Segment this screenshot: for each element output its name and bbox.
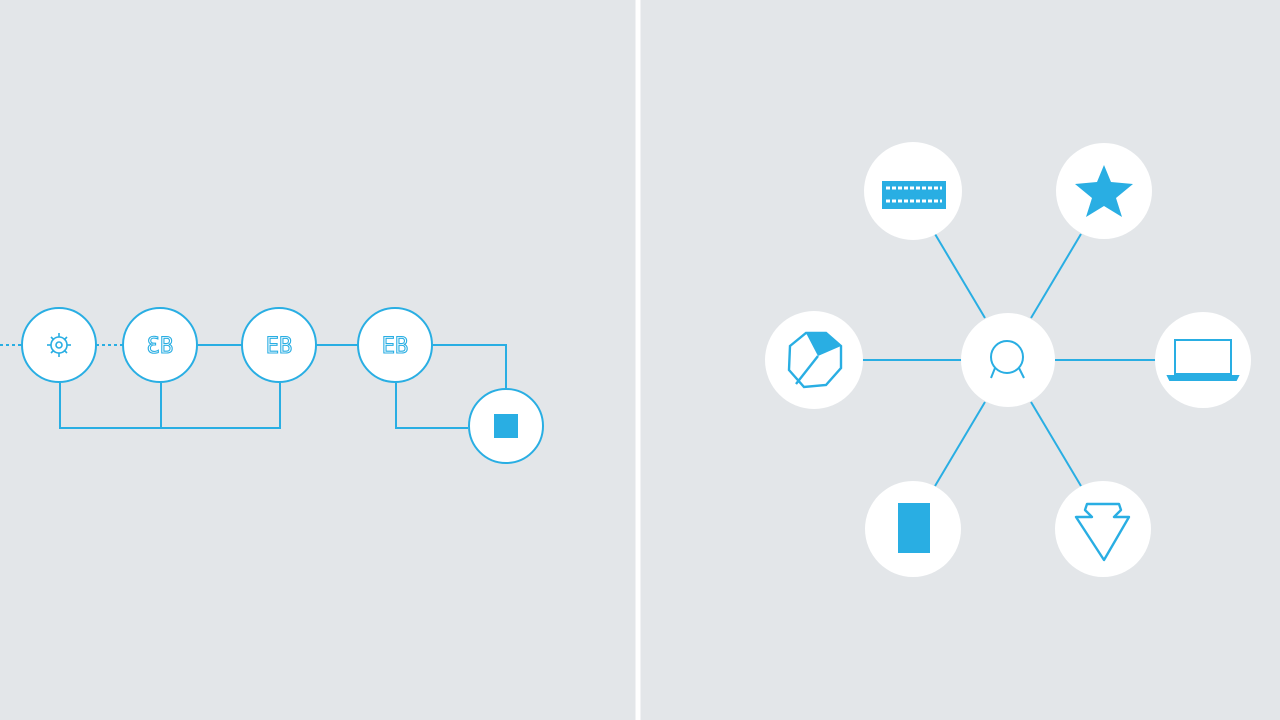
tablet-icon [898,503,930,553]
flow-node-3: EB [241,307,317,383]
spoke-line [1030,233,1082,319]
flow-node-2: ƐB [122,307,198,383]
gear-icon [47,333,71,357]
pie-chart-icon [787,331,843,389]
square-icon [494,414,518,438]
spoke-line [934,233,986,319]
spoke-node-download [1055,481,1151,577]
spoke-node-laptop [1155,312,1251,408]
grid-glyph-icon: EB [382,334,409,359]
laptop-icon [1166,339,1240,381]
hub-center-node [961,313,1055,407]
star-icon [1075,165,1133,217]
hub-spokes [862,233,1157,487]
flow-connector [433,344,507,389]
flow-node-4: EB [357,307,433,383]
grid-glyph-icon: EB [266,334,293,359]
keyboard-icon [882,181,946,209]
flow-node-1 [21,307,97,383]
spoke-node-tablet [865,481,961,577]
flow-branch [395,383,468,429]
magnifier-icon [990,340,1025,379]
grid-glyph-icon: ƐB [147,334,174,359]
flow-bus [59,383,281,429]
spoke-line [934,401,986,487]
flow-node-5 [468,388,544,464]
spoke-node-star [1056,143,1152,239]
left-flow [0,344,507,429]
spoke-node-pie [765,311,863,409]
spoke-line [1030,401,1082,487]
spoke-node-keyboard [864,142,962,240]
download-arrow-icon [1074,502,1131,562]
